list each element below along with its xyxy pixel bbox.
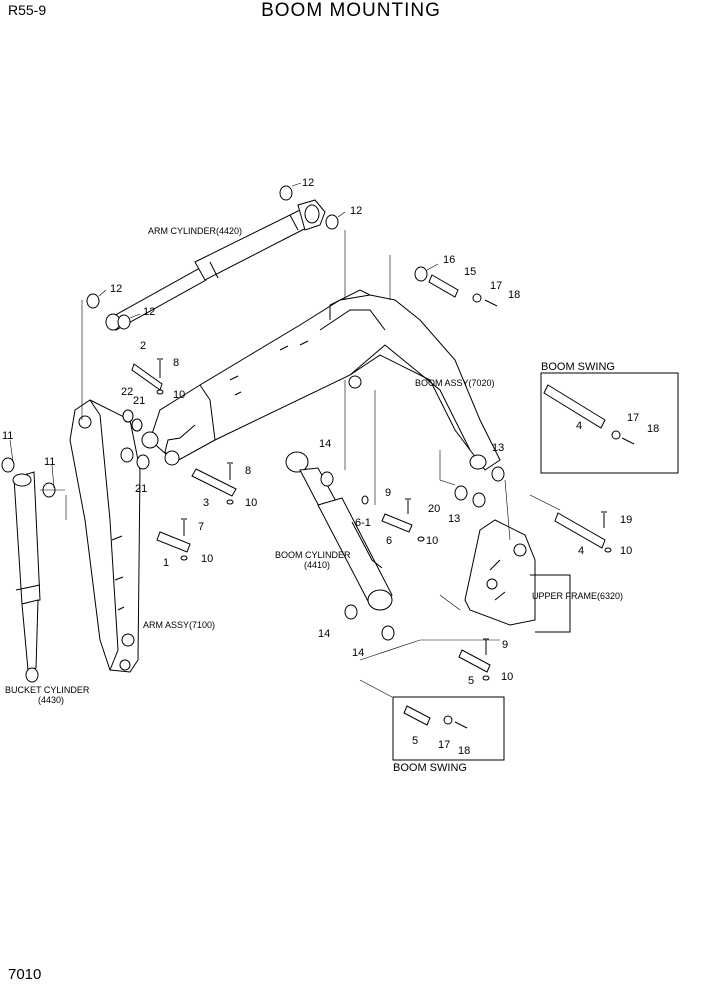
boom-assembly-drawing bbox=[141, 289, 501, 471]
callout-22: 22 bbox=[121, 386, 133, 398]
arm-cylinder-drawing bbox=[105, 199, 326, 331]
boom-swing-box-top bbox=[540, 372, 679, 474]
pin-5-swing bbox=[403, 705, 431, 726]
callout-11: 11 bbox=[44, 456, 55, 468]
callout-13: 13 bbox=[492, 442, 504, 454]
callout-10: 10 bbox=[501, 671, 513, 683]
callout-12: 12 bbox=[350, 205, 362, 217]
boom-cylinder-label: BOOM CYLINDER bbox=[275, 550, 351, 560]
callout-7: 7 bbox=[198, 521, 204, 533]
pin-4-main bbox=[554, 512, 606, 549]
boom-assy-label: BOOM ASSY(7020) bbox=[415, 378, 495, 388]
callout-19: 19 bbox=[620, 514, 632, 526]
callout-16: 16 bbox=[443, 254, 455, 266]
leader-lines bbox=[9, 182, 561, 698]
callout-4: 4 bbox=[578, 545, 584, 557]
arm-assy-label: ARM ASSY(7100) bbox=[143, 620, 215, 630]
bucket-cylinder-label: BUCKET CYLINDER bbox=[5, 685, 90, 695]
callout-18: 18 bbox=[647, 423, 659, 435]
callout-9: 9 bbox=[385, 487, 391, 499]
pins bbox=[131, 274, 606, 726]
upper-frame-label: UPPER FRAME(6320) bbox=[532, 591, 623, 601]
callout-8: 8 bbox=[245, 465, 251, 477]
boom-swing-label-bottom: BOOM SWING bbox=[393, 762, 467, 774]
callout-1: 1 bbox=[163, 557, 169, 569]
pin-2 bbox=[131, 363, 163, 391]
bucket-cylinder-drawing bbox=[12, 471, 41, 683]
callout-14: 14 bbox=[352, 647, 364, 659]
boom-cylinder-code: (4410) bbox=[304, 560, 330, 570]
callout-15: 15 bbox=[464, 266, 476, 278]
pin-6 bbox=[381, 513, 413, 533]
pin-1 bbox=[156, 531, 191, 553]
callout-12: 12 bbox=[143, 306, 155, 318]
callout-6-1: 6-1 bbox=[355, 517, 371, 529]
callout-10: 10 bbox=[620, 545, 632, 557]
bucket-cylinder-code: (4430) bbox=[38, 695, 64, 705]
bolts bbox=[156, 299, 635, 729]
callout-3: 3 bbox=[203, 497, 209, 509]
callout-14: 14 bbox=[319, 438, 331, 450]
callout-4: 4 bbox=[576, 420, 582, 432]
boom-swing-label-top: BOOM SWING bbox=[541, 361, 615, 373]
callout-9: 9 bbox=[502, 639, 508, 651]
part-callouts: 12 12 12 12 16 15 17 18 2 8 10 22 21 21 … bbox=[2, 177, 659, 757]
callout-10: 10 bbox=[173, 389, 185, 401]
upper-frame-drawing bbox=[464, 519, 571, 633]
callout-17: 17 bbox=[627, 412, 639, 424]
callout-21: 21 bbox=[135, 483, 147, 495]
callout-17: 17 bbox=[438, 739, 450, 751]
callout-6: 6 bbox=[386, 535, 392, 547]
callout-10: 10 bbox=[201, 553, 213, 565]
pin-4-swing bbox=[543, 384, 606, 429]
callout-20: 20 bbox=[428, 503, 440, 515]
callout-2: 2 bbox=[140, 340, 146, 352]
callout-17: 17 bbox=[490, 280, 502, 292]
callout-12: 12 bbox=[302, 177, 314, 189]
arm-assembly-drawing bbox=[69, 399, 141, 673]
pin-15 bbox=[428, 274, 459, 298]
callout-10: 10 bbox=[426, 535, 438, 547]
callout-18: 18 bbox=[508, 289, 520, 301]
page-number: 7010 bbox=[8, 966, 42, 983]
callout-18: 18 bbox=[458, 745, 470, 757]
callout-10: 10 bbox=[245, 497, 257, 509]
callout-8: 8 bbox=[173, 357, 179, 369]
callout-14: 14 bbox=[318, 628, 330, 640]
model-code: R55-9 bbox=[8, 2, 47, 18]
callout-21: 21 bbox=[133, 395, 145, 407]
pin-3 bbox=[191, 468, 237, 497]
callout-5: 5 bbox=[412, 735, 418, 747]
boom-cylinder-drawing bbox=[285, 451, 393, 611]
arm-cylinder-label: ARM CYLINDER(4420) bbox=[148, 226, 242, 236]
boom-swing-box-bottom bbox=[392, 696, 505, 761]
callout-12: 12 bbox=[110, 283, 122, 295]
callout-11: 11 bbox=[2, 430, 13, 442]
pin-5-main bbox=[458, 649, 491, 673]
callout-13: 13 bbox=[448, 513, 460, 525]
callout-5: 5 bbox=[468, 675, 474, 687]
page-title: BOOM MOUNTING bbox=[261, 0, 441, 21]
